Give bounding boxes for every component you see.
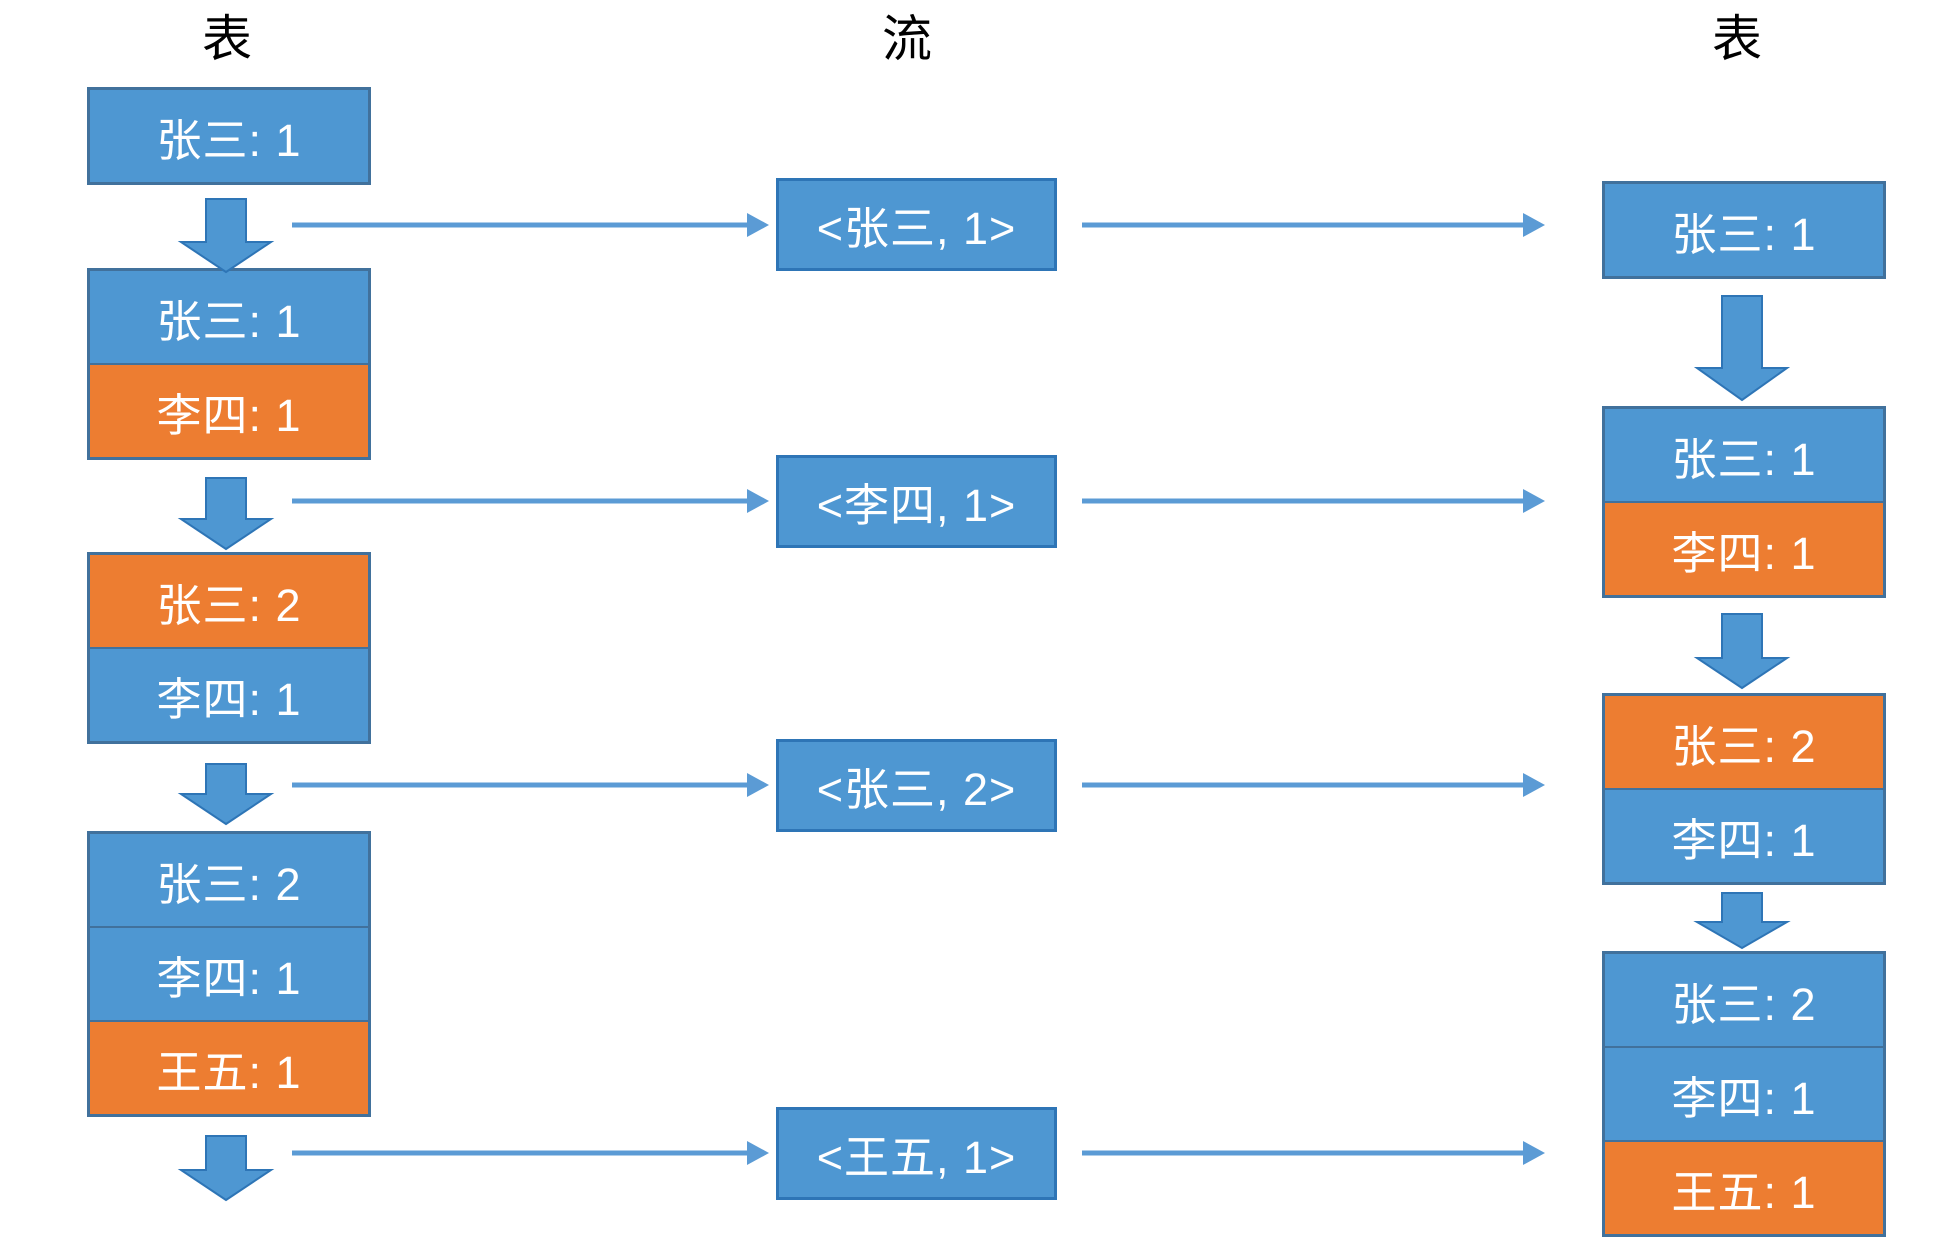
- table-row: 张三: 2: [1605, 954, 1883, 1046]
- table-row: 张三: 2: [90, 555, 368, 647]
- stream-event-2: <李四, 1>: [776, 455, 1057, 548]
- table-row: 李四: 1: [90, 647, 368, 741]
- table-row: 张三: 1: [90, 271, 368, 363]
- down-arrow-icon: [177, 477, 275, 551]
- left-table-state-3: 张三: 2 李四: 1: [87, 552, 371, 744]
- arrowhead-icon: [1523, 213, 1545, 237]
- left-table-state-4: 张三: 2 李四: 1 王五: 1: [87, 831, 371, 1117]
- flow-arrow-stream-to-table: [1082, 213, 1545, 237]
- flow-arrow-stream-to-table: [1082, 1141, 1545, 1165]
- stream-header: 流: [882, 11, 932, 67]
- left-table-state-2: 张三: 1 李四: 1: [87, 268, 371, 460]
- flow-arrow-stream-to-table: [1082, 773, 1545, 797]
- table-row: 王五: 1: [90, 1020, 368, 1114]
- right-table-state-3: 张三: 2 李四: 1: [1602, 693, 1886, 885]
- table-row: 李四: 1: [1605, 788, 1883, 882]
- stream-event-4: <王五, 1>: [776, 1107, 1057, 1200]
- down-arrow-icon: [1693, 295, 1791, 402]
- down-arrow-icon: [1693, 613, 1791, 690]
- right-table-state-1: 张三: 1: [1602, 181, 1886, 279]
- table-row: 李四: 1: [90, 363, 368, 457]
- table-row: 张三: 1: [1605, 409, 1883, 501]
- table-row: 张三: 1: [90, 90, 368, 182]
- right-table-state-4: 张三: 2 李四: 1 王五: 1: [1602, 951, 1886, 1237]
- arrowhead-icon: [747, 773, 769, 797]
- arrowhead-icon: [747, 489, 769, 513]
- stream-event-3: <张三, 2>: [776, 739, 1057, 832]
- flow-arrow-stream-to-table: [1082, 489, 1545, 513]
- right-table-state-2: 张三: 1 李四: 1: [1602, 406, 1886, 598]
- table-row: 李四: 1: [1605, 501, 1883, 595]
- table-row: 李四: 1: [90, 926, 368, 1020]
- flow-arrow-table-to-stream: [292, 213, 769, 237]
- stream-event-1: <张三, 1>: [776, 178, 1057, 271]
- down-arrow-icon: [177, 763, 275, 826]
- flow-arrow-table-to-stream: [292, 773, 769, 797]
- flow-arrow-table-to-stream: [292, 1141, 769, 1165]
- down-arrow-icon: [1693, 892, 1791, 950]
- arrowhead-icon: [1523, 489, 1545, 513]
- flow-arrow-table-to-stream: [292, 489, 769, 513]
- table-row: 李四: 1: [1605, 1046, 1883, 1140]
- arrowhead-icon: [747, 1141, 769, 1165]
- table-row: 张三: 1: [1605, 184, 1883, 276]
- down-arrow-icon: [177, 198, 275, 274]
- left-table-state-1: 张三: 1: [87, 87, 371, 185]
- right-table-header: 表: [1712, 11, 1762, 67]
- table-row: 张三: 2: [90, 834, 368, 926]
- arrowhead-icon: [747, 213, 769, 237]
- table-row: 王五: 1: [1605, 1140, 1883, 1234]
- left-table-header: 表: [202, 11, 252, 67]
- table-row: 张三: 2: [1605, 696, 1883, 788]
- arrowhead-icon: [1523, 1141, 1545, 1165]
- arrowhead-icon: [1523, 773, 1545, 797]
- down-arrow-icon: [177, 1135, 275, 1202]
